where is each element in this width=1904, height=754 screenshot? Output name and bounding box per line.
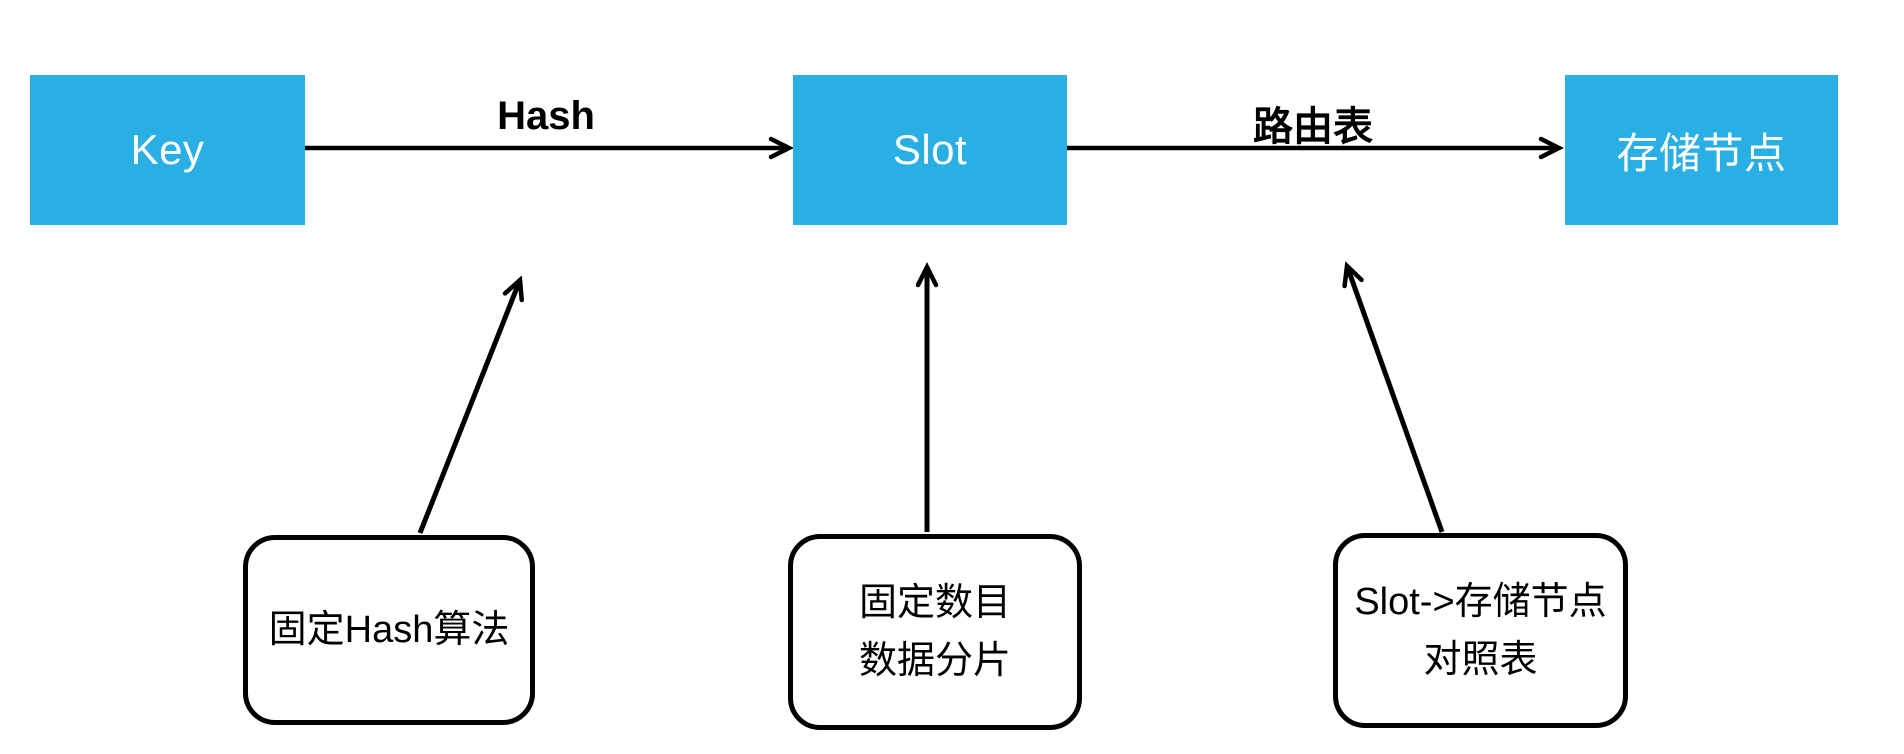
note-fixed-hash-algorithm: 固定Hash算法 [243, 535, 535, 725]
node-slot: Slot [793, 75, 1067, 225]
edge-label-routing-table: 路由表 [1253, 105, 1373, 149]
note-fixed-number-shards-line2: 数据分片 [858, 640, 1011, 682]
note-fixed-number-shards-line1: 固定数目 [858, 582, 1011, 624]
note-slot-storage-mapping-line1: Slot->存储节点 [1354, 580, 1607, 623]
node-slot-label: Slot [892, 126, 968, 173]
node-key: Key [30, 75, 305, 225]
connector-note3-to-routing [1342, 261, 1445, 533]
note-fixed-hash-algorithm-text: 固定Hash算法 [268, 609, 510, 651]
edge-label-hash: Hash [497, 94, 595, 138]
note-fixed-number-shards: 固定数目 数据分片 [788, 534, 1082, 730]
node-key-label: Key [130, 126, 205, 173]
note-slot-storage-mapping-line2: 对照表 [1423, 638, 1538, 681]
node-storage-label: 存储节点 [1616, 129, 1787, 177]
note-slot-storage-mapping: Slot->存储节点 对照表 [1333, 533, 1628, 728]
connector-note1-to-hash [417, 275, 525, 534]
node-storage-node: 存储节点 [1565, 75, 1838, 225]
